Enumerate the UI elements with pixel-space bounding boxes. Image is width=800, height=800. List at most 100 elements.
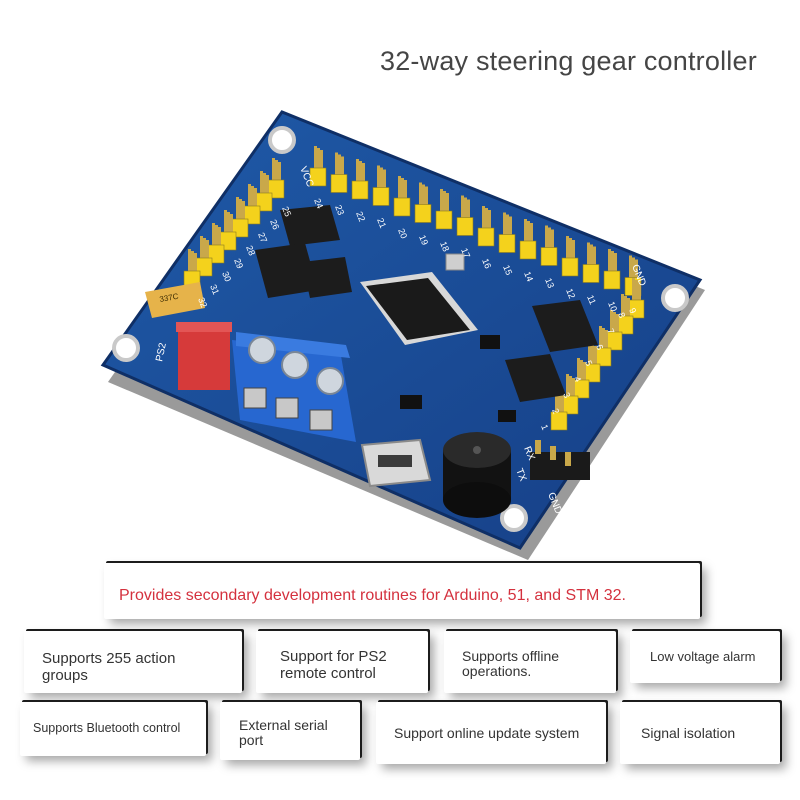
pin-number-label: 13 [543, 277, 556, 290]
servo-header-column [456, 195, 474, 236]
servo-headers-right [550, 278, 645, 431]
servo-header-column [540, 225, 558, 266]
pin-number-label: 22 [354, 210, 367, 223]
mcu-chip [360, 272, 478, 345]
smd-part [480, 335, 500, 349]
pin-number-label: 9 [627, 307, 638, 315]
pin-number-label: 28 [244, 244, 257, 257]
mount-hole [661, 284, 689, 312]
pin-number-label: 31 [208, 283, 221, 296]
pin-number-label: 25 [280, 205, 293, 218]
pin-number-label: 19 [417, 234, 430, 247]
pin-number-label: 26 [268, 218, 281, 231]
pin-number-label: 29 [232, 257, 245, 270]
reset-button [445, 253, 465, 271]
servo-headers-top [309, 146, 642, 296]
feature-text: External serial port [239, 717, 328, 749]
driver-chip [532, 300, 598, 352]
servo-header-column [603, 249, 621, 290]
feature-text: Supports offline operations. [462, 648, 560, 680]
servo-header-column [435, 189, 453, 230]
pin-number-label: 16 [480, 257, 493, 270]
pin-number-label: 27 [256, 231, 269, 244]
pin-number-label: 30 [220, 270, 233, 283]
servo-header-column [583, 342, 601, 383]
tantalum-capacitor [145, 282, 205, 318]
pin-number-label: 1 [539, 423, 550, 431]
smd-part [400, 395, 422, 409]
page-title: 32-way steering gear controller [380, 46, 757, 76]
servo-header-column [572, 358, 590, 399]
pin-number-label: 20 [396, 227, 409, 240]
power-terminal-block [232, 332, 356, 442]
servo-header-column [309, 146, 327, 187]
pin-number-label: 8 [616, 311, 627, 319]
feature-card: External serial port [220, 702, 360, 760]
usb-opening [378, 455, 412, 467]
terminal-screw [281, 351, 309, 379]
feature-card: Signal isolation [620, 702, 780, 764]
pin-number-label: 11 [585, 294, 598, 306]
servo-headers-left [183, 158, 285, 290]
pin-number-label: 24 [312, 197, 325, 210]
feature-card: Supports 255 action groups [24, 631, 242, 693]
servo-header-column [582, 242, 600, 283]
servo-header-column [330, 152, 348, 193]
feature-text: Low voltage alarm [650, 649, 756, 664]
pin-number-label: 5 [583, 359, 594, 367]
serial-header [530, 440, 590, 480]
feature-text: Signal isolation [641, 725, 736, 741]
feature-text: Support online update system [394, 725, 580, 741]
pin-number-label: 7 [605, 327, 616, 335]
mount-hole [268, 126, 296, 154]
five-v-label: 5V [559, 517, 574, 533]
pin-number-label: 18 [438, 240, 451, 253]
ps2-header [176, 322, 232, 390]
feature-card: Low voltage alarm [630, 631, 780, 683]
feature-card: Support online update system [376, 702, 606, 764]
pin-number-label: 14 [522, 270, 535, 283]
servo-header-column [351, 159, 369, 200]
servo-header-column [372, 165, 390, 206]
feature-main-text: Provides secondary development routines … [119, 587, 626, 604]
driver-chip [505, 354, 566, 402]
servo-header-column [594, 326, 612, 367]
pin-number-label: 17 [459, 247, 472, 260]
terminal-screw [248, 336, 276, 364]
pin-number-label: 2 [550, 407, 561, 415]
servo-header-column [627, 278, 645, 319]
driver-chip [302, 257, 352, 298]
pin-number-label: 23 [333, 204, 346, 217]
pin-number-label: 6 [594, 343, 605, 351]
pin-number-label: 21 [375, 217, 388, 230]
feature-text: Supports Bluetooth control [33, 721, 181, 735]
feature-card-main: Provides secondary development routines … [104, 563, 700, 619]
servo-header-column [561, 236, 579, 277]
driver-chip [255, 243, 318, 298]
feature-card: Supports Bluetooth control [20, 702, 206, 756]
servo-header-column [519, 219, 537, 260]
servo-header-column [414, 182, 432, 223]
buzzer [443, 432, 511, 518]
servo-header-column [605, 310, 623, 351]
servo-header-column [477, 206, 495, 247]
driver-chip [280, 205, 340, 246]
feature-text: Support for PS2 remote control [280, 648, 387, 682]
servo-header-column [498, 212, 516, 253]
capacitor-label: 337C [159, 292, 180, 304]
feature-card: Supports offline operations. [444, 631, 616, 693]
servo-header-column [550, 390, 568, 431]
ps2-label: PS2 [154, 341, 169, 362]
pin-number-label: 12 [564, 287, 577, 300]
terminal-screw [316, 367, 344, 395]
mount-hole [112, 334, 140, 362]
pin-number-label: 32 [196, 296, 209, 309]
pin-number-label: 15 [501, 264, 514, 277]
smd-part [498, 410, 516, 422]
pin-number-label: 10 [606, 300, 619, 313]
servo-header-column [393, 176, 411, 217]
feature-text: Supports 255 action groups [42, 650, 176, 684]
tx-label: TX [513, 467, 528, 483]
